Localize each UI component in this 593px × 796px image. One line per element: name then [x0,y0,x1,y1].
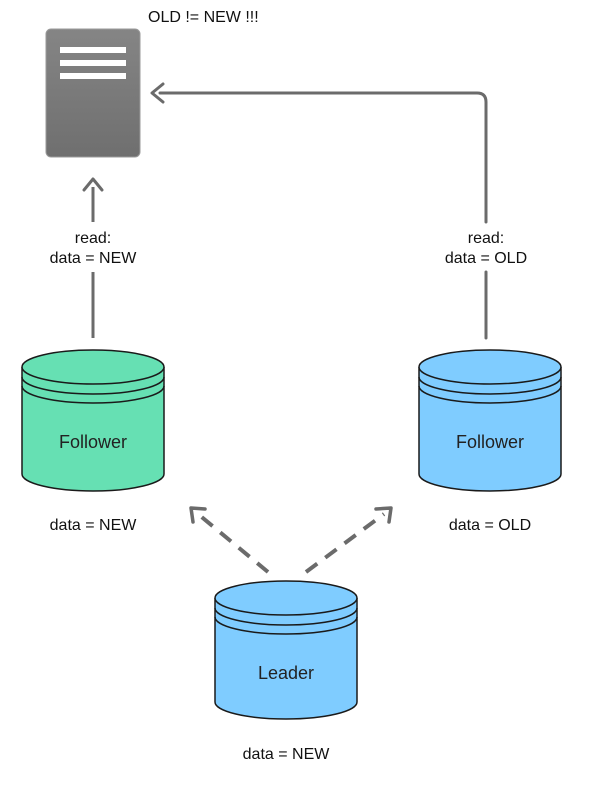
left-read-label: read: data = NEW [28,229,158,269]
left-read-arrow [82,177,104,338]
follower-right-cylinder [418,349,562,492]
follower-right-label: Follower [455,432,525,452]
leader-data: data = NEW [242,746,330,763]
replication-arrows [196,512,386,574]
leader-cylinder [214,580,358,720]
follower-right-data: data = OLD [448,517,532,534]
old-not-equal-new-note: OLD != NEW !!! [148,9,259,26]
follower-left-data: data = NEW [49,517,137,534]
leader-label: Leader [257,663,315,683]
right-read-line1: read: [467,230,505,247]
client-server-icon [45,28,141,158]
follower-left-label: Follower [58,432,128,452]
left-read-line2: data = NEW [49,250,137,267]
left-read-line1: read: [74,230,112,247]
replication-arrowheads [189,506,393,524]
follower-left-cylinder [21,349,165,492]
right-read-line2: data = OLD [444,250,528,267]
right-read-label: read: data = OLD [421,229,551,269]
right-read-arrow [150,82,488,340]
